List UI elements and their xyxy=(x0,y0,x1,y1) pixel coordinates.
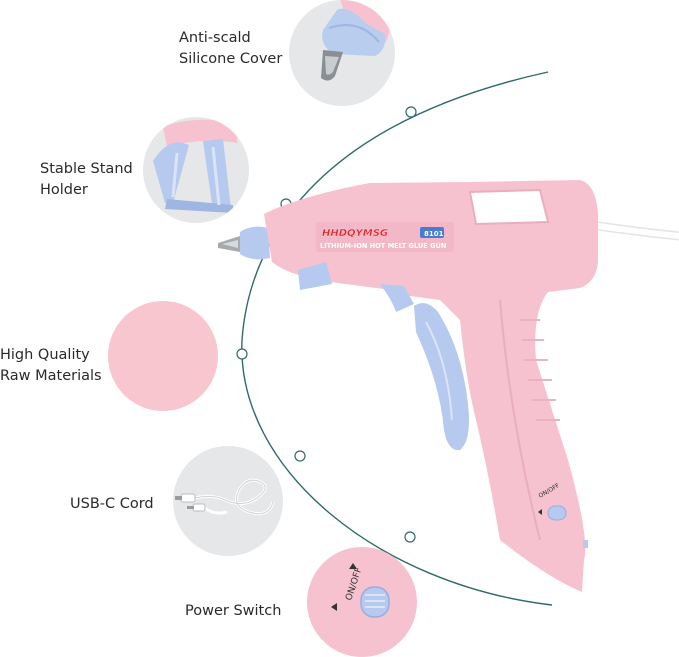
power-switch-thumbnail: ON/OFF xyxy=(307,547,417,657)
feature-label-line: Power Switch xyxy=(185,603,282,619)
arc-node-dot xyxy=(236,348,248,360)
arc-node-dot xyxy=(294,450,306,462)
model-badge xyxy=(420,227,444,238)
trigger xyxy=(414,303,469,451)
feature-label-line: Stable Stand xyxy=(40,161,133,177)
stand-hook xyxy=(380,284,414,312)
usb-c-cord-thumbnail xyxy=(173,446,283,556)
power-switch-icon: ON/OFF xyxy=(331,563,390,618)
glue-window xyxy=(468,188,550,226)
nozzle-cover xyxy=(240,226,270,260)
nozzle-cover-icon xyxy=(321,0,390,81)
feature-label-silicone-cover: Anti-scald Silicone Cover xyxy=(179,28,282,70)
feature-label-line: High Quality xyxy=(0,347,90,363)
stand-holder-thumbnail xyxy=(143,117,249,223)
body-power-switch xyxy=(547,505,567,521)
feature-label-line: Raw Materials xyxy=(0,368,102,384)
silicone-cover-thumbnail xyxy=(289,0,395,106)
feature-label-raw-materials: High Quality Raw Materials xyxy=(0,345,102,387)
feature-label-line: Holder xyxy=(40,182,88,198)
brand-name: HHDQYMSG xyxy=(322,228,388,239)
model-number: 8101 xyxy=(424,230,444,238)
product-label-plate xyxy=(316,222,454,252)
feature-label-power-switch: Power Switch xyxy=(185,601,281,622)
arc-node-dot xyxy=(404,531,416,543)
feature-label-line: Silicone Cover xyxy=(179,51,283,67)
arc-node-dot xyxy=(405,106,417,118)
product-description: LITHIUM-ION HOT MELT GLUE GUN xyxy=(320,242,446,250)
raw-material-swatch xyxy=(108,301,218,411)
feature-label-stand-holder: Stable Stand Holder xyxy=(40,159,133,201)
feature-label-line: Anti-scald xyxy=(179,30,251,46)
gun-body xyxy=(264,180,598,592)
feature-label-usb-cord: USB-C Cord xyxy=(70,494,154,515)
feature-label-line: USB-C Cord xyxy=(70,496,154,512)
usb-cable-icon xyxy=(175,478,275,516)
stand-holder-icon xyxy=(153,119,237,213)
